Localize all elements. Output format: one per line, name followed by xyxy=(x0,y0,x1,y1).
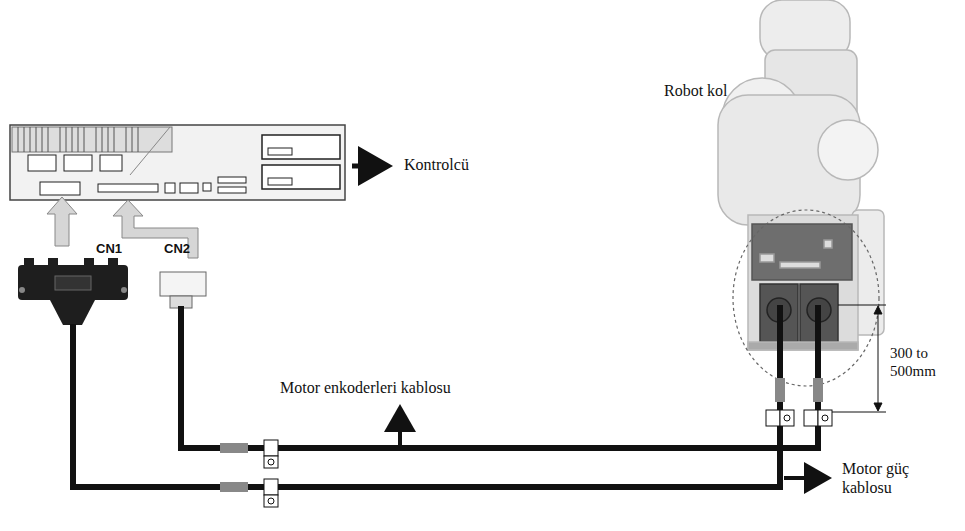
cable-name: Motor güç kablosu xyxy=(842,459,954,497)
part-name: Robot kol xyxy=(664,81,728,100)
connector-name: CN1 xyxy=(96,241,122,257)
cable-clamp xyxy=(766,378,832,426)
insert-arrow xyxy=(47,197,77,246)
cn2-connector xyxy=(160,272,206,308)
cable xyxy=(73,300,818,487)
dimension-line xyxy=(832,305,886,412)
dimension-text: 300 to 500mm xyxy=(890,344,956,380)
controller-unit xyxy=(10,125,345,200)
connector-name: CN2 xyxy=(164,241,190,257)
pointer-arrow xyxy=(784,476,828,480)
cn1-connector xyxy=(18,258,128,325)
cable xyxy=(780,305,818,380)
insert-arrow xyxy=(113,200,198,258)
cable-clamp xyxy=(220,440,278,507)
cable-name: Motor enkoderleri kablosu xyxy=(280,378,451,397)
pointer-arrow xyxy=(398,408,402,446)
robot-arm xyxy=(718,0,884,350)
pointer-arrow xyxy=(352,164,388,169)
detail-circle xyxy=(733,210,879,386)
part-name: Kontrolcü xyxy=(404,155,469,174)
